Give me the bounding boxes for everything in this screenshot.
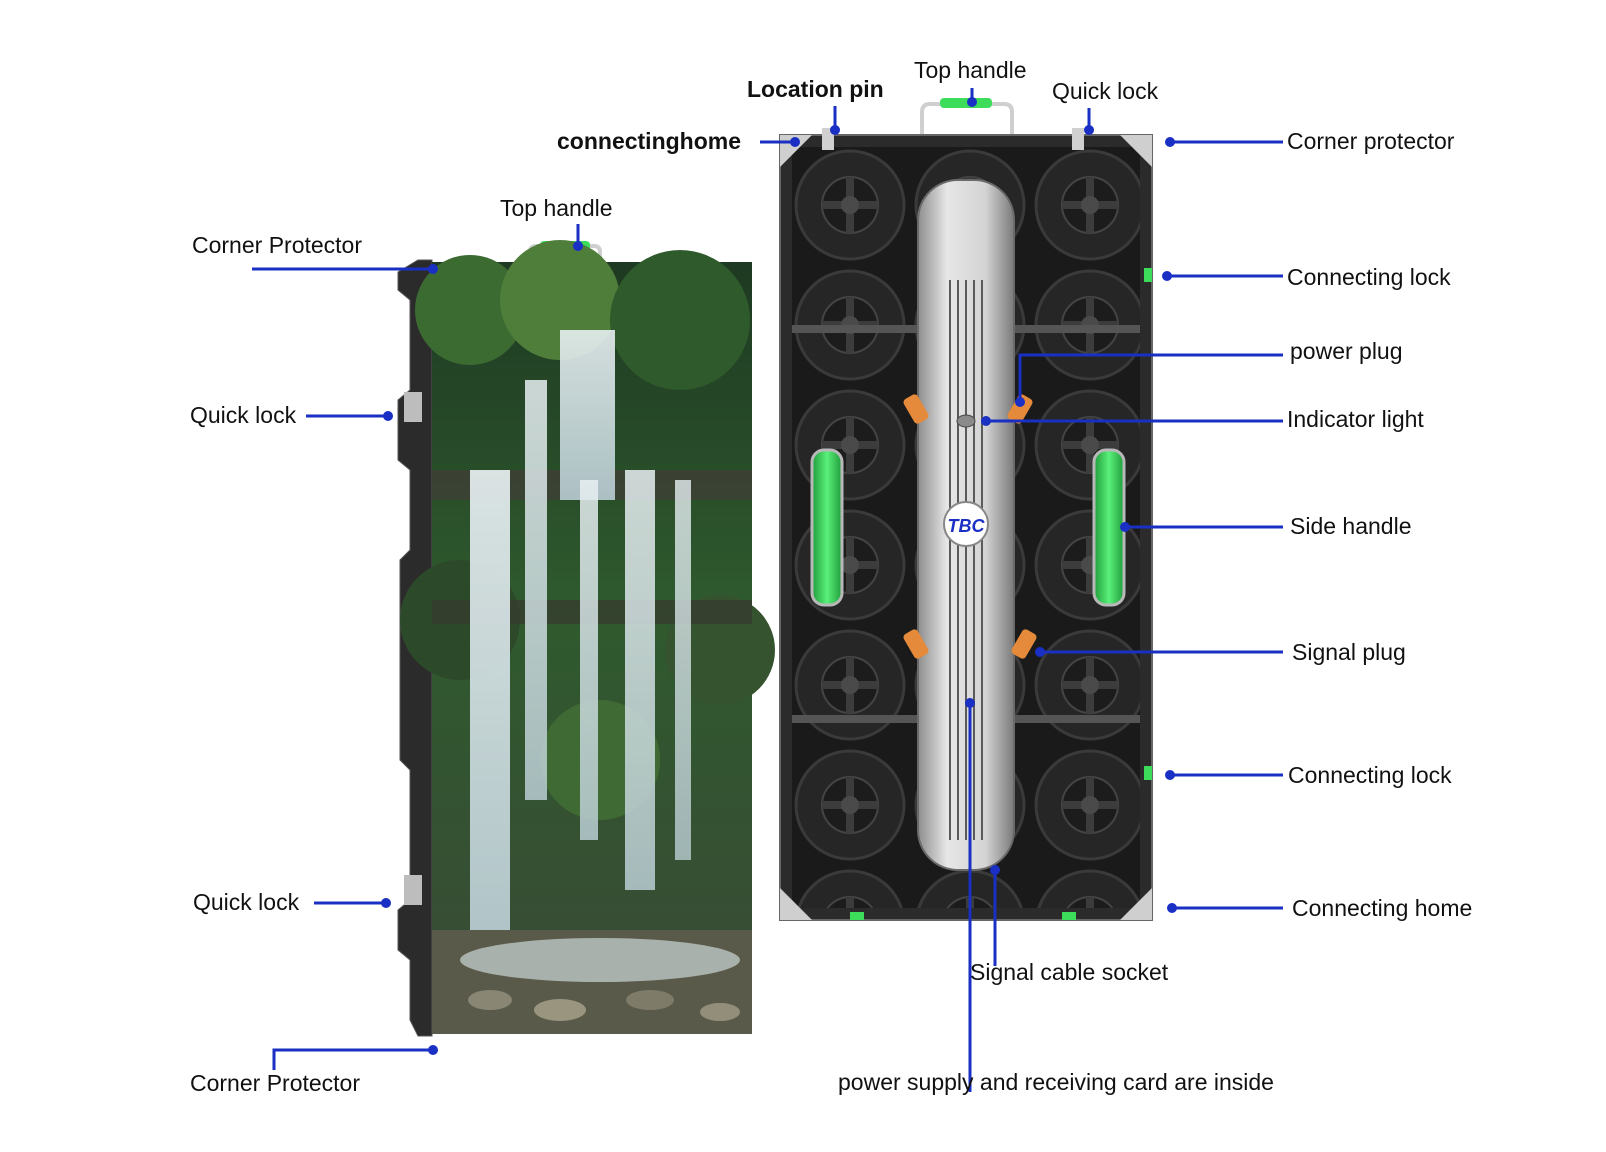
label-signal-plug: Signal plug (1292, 639, 1406, 665)
label-front-corner-protector-bottom: Corner Protector (190, 1070, 361, 1096)
back-indicator-light-icon (956, 414, 976, 428)
leader-front-corner-bottom (272, 1048, 433, 1070)
back-side-handle-left-icon (810, 448, 844, 607)
front-view (397, 240, 775, 1037)
label-front-top-handle: Top handle (500, 195, 613, 221)
back-signal-plug-right-icon (1011, 629, 1037, 659)
front-screen-image (400, 240, 775, 1034)
label-back-top-handle: Top handle (914, 57, 1027, 83)
label-connecting-home-bottom: Connecting home (1292, 895, 1473, 921)
label-connecting-lock-lower: Connecting lock (1288, 762, 1452, 788)
label-signal-cable-socket: Signal cable socket (970, 959, 1169, 985)
back-corner-br-icon (1120, 888, 1152, 920)
back-brand-logo-badge (943, 501, 989, 547)
label-connecting-lock-upper: Connecting lock (1287, 264, 1451, 290)
label-front-quick-lock-upper: Quick lock (190, 402, 297, 428)
back-corner-bl-icon (780, 888, 812, 920)
back-power-plug-left-icon (903, 394, 929, 424)
label-connecting-home-top: connectinghome (557, 128, 742, 154)
back-connecting-lock-lower-icon (1144, 766, 1152, 780)
back-power-plug-right-icon (1007, 394, 1033, 424)
leader-dots (381, 97, 1177, 1055)
back-bottom-lock-icon (850, 912, 864, 920)
front-quick-lock-upper-icon (404, 392, 422, 422)
back-side-handle-right-icon (1092, 448, 1126, 607)
back-corner-tr-icon (1120, 135, 1152, 167)
label-front-corner-protector-top: Corner Protector (192, 232, 363, 258)
front-quick-lock-lower-icon (404, 875, 422, 905)
leader-power-plug (1018, 353, 1283, 402)
label-power-supply-note: power supply and receiving card are insi… (838, 1069, 1274, 1095)
back-location-pin-icon (822, 128, 834, 150)
back-connecting-lock-upper-icon (1144, 268, 1152, 282)
back-quick-lock-icon (1072, 128, 1084, 150)
label-corner-protector: Corner protector (1287, 128, 1455, 154)
back-hub-vents (949, 280, 983, 840)
back-top-handle-grip (940, 98, 992, 108)
label-side-handle: Side handle (1290, 513, 1412, 539)
back-brand-logo: TBC (948, 516, 986, 536)
back-signal-plug-left-icon (903, 629, 929, 659)
label-front-quick-lock-lower: Quick lock (193, 889, 300, 915)
back-bottom-lock-icon (1062, 912, 1076, 920)
label-indicator-light: Indicator light (1287, 406, 1424, 432)
back-view: TBC (779, 98, 1153, 921)
label-power-plug: power plug (1290, 338, 1403, 364)
label-quick-lock: Quick lock (1052, 78, 1159, 104)
label-location-pin: Location pin (747, 76, 884, 102)
leader-lines (252, 88, 1283, 1092)
back-top-handle-icon (920, 102, 1014, 135)
